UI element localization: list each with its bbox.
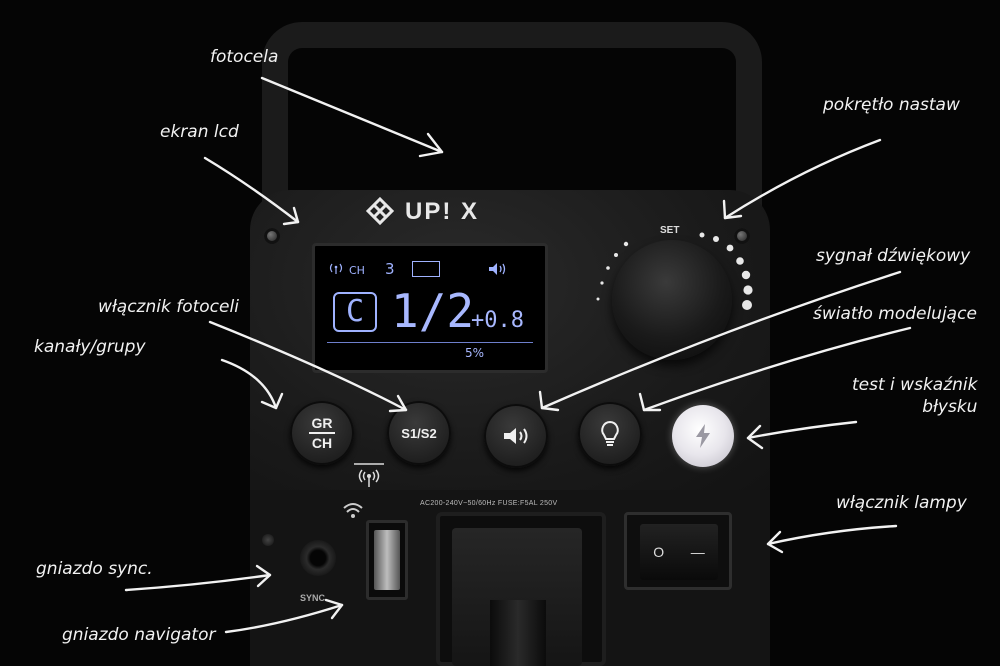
label-pokretlo: pokrętło nastaw bbox=[823, 95, 960, 115]
lcd-screen: CH 3 C 1/2 +0.8 5% bbox=[312, 243, 548, 373]
photocell-button[interactable]: S1/S2 bbox=[387, 401, 451, 465]
sound-button[interactable] bbox=[484, 404, 548, 468]
switch-on-mark: — bbox=[690, 544, 705, 560]
label-kanaly: kanały/grupy bbox=[34, 337, 146, 357]
settings-knob[interactable] bbox=[612, 240, 732, 360]
lcd-group-indicator bbox=[412, 261, 440, 277]
speaker-icon bbox=[504, 428, 528, 444]
modeling-light-button[interactable] bbox=[578, 402, 642, 466]
power-cable bbox=[490, 600, 546, 666]
antenna-icon bbox=[329, 263, 343, 274]
screw bbox=[734, 228, 750, 244]
ch-label: CH bbox=[311, 435, 333, 451]
label-test-line2: błysku bbox=[922, 397, 978, 417]
screw bbox=[264, 228, 280, 244]
label-wlacznik-fotoceli: włącznik fotoceli bbox=[98, 297, 239, 317]
indicator-led bbox=[262, 534, 274, 546]
label-ekran-lcd: ekran lcd bbox=[160, 122, 239, 142]
label-test-line1: test i wskaźnik bbox=[852, 375, 978, 395]
lcd-channel-label: CH bbox=[349, 264, 365, 277]
knob-set-label: SET bbox=[660, 225, 680, 236]
sync-socket[interactable] bbox=[300, 540, 336, 576]
flash-bolt-icon bbox=[696, 424, 710, 448]
label-sygnal: sygnał dźwiękowy bbox=[816, 246, 971, 266]
wifi-icon bbox=[343, 503, 363, 518]
usb-port-inner bbox=[374, 530, 400, 590]
brand-logo-text: UP! X bbox=[405, 198, 480, 225]
switch-off-mark: O bbox=[653, 544, 665, 560]
lcd-speaker-icon bbox=[489, 263, 506, 275]
lcd-divider bbox=[327, 342, 533, 343]
power-switch[interactable]: O — bbox=[640, 524, 718, 580]
carry-handle bbox=[262, 22, 762, 212]
gr-label: GR bbox=[311, 415, 333, 431]
label-swiatlo: światło modelujące bbox=[813, 304, 977, 324]
brand-logo-icon bbox=[365, 196, 395, 226]
group-channel-button[interactable]: GR CH bbox=[290, 401, 354, 465]
label-fotocela: fotocela bbox=[210, 47, 279, 67]
label-gniazdo-navigator: gniazdo navigator bbox=[62, 625, 216, 645]
lcd-channel-value: 3 bbox=[385, 260, 395, 278]
test-flash-button[interactable] bbox=[672, 405, 734, 467]
lcd-mode: C bbox=[333, 292, 377, 332]
label-test: test i wskaźnik błysku bbox=[852, 374, 977, 418]
s12-label: S1/S2 bbox=[401, 425, 437, 441]
label-wlacznik-lampy: włącznik lampy bbox=[836, 493, 967, 513]
sync-label: SYNC bbox=[300, 593, 326, 603]
lcd-ev: +0.8 bbox=[471, 308, 524, 333]
lightbulb-icon bbox=[601, 420, 619, 446]
label-gniazdo-sync: gniazdo sync. bbox=[36, 559, 153, 579]
power-rating-label: AC200-240V~50/60Hz FUSE:F5AL 250V bbox=[420, 500, 558, 507]
lcd-percent: 5% bbox=[465, 346, 485, 360]
gr-divider bbox=[309, 432, 335, 434]
wireless-icon bbox=[354, 463, 384, 487]
lcd-power: 1/2 bbox=[391, 284, 475, 338]
